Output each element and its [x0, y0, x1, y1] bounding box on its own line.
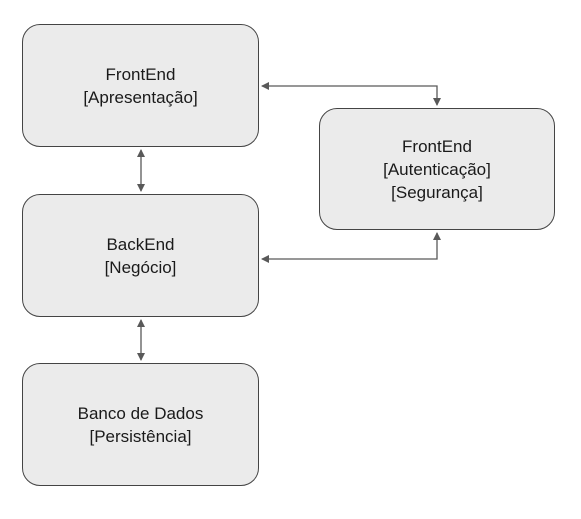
edge-backend-autenticacao	[261, 232, 441, 263]
node-subtitle: [Apresentação]	[83, 87, 198, 107]
node-subtitle: [Persistência]	[89, 426, 192, 446]
node-subtitle: [Autenticação]	[383, 159, 491, 179]
node-title: FrontEnd	[105, 64, 176, 84]
node-subtitle-secondary: [Segurança]	[391, 182, 483, 202]
node-backend: BackEnd [Negócio]	[22, 194, 259, 317]
node-banco-de-dados: Banco de Dados [Persistência]	[22, 363, 259, 486]
node-subtitle: [Negócio]	[104, 257, 177, 277]
edge-apresentacao-autenticacao	[261, 82, 441, 106]
node-frontend-autenticacao: FrontEnd [Autenticação] [Segurança]	[319, 108, 555, 230]
node-title: FrontEnd	[402, 136, 472, 156]
node-title: BackEnd	[106, 234, 175, 254]
node-frontend-apresentacao: FrontEnd [Apresentação]	[22, 24, 259, 147]
node-title: Banco de Dados	[77, 403, 204, 423]
